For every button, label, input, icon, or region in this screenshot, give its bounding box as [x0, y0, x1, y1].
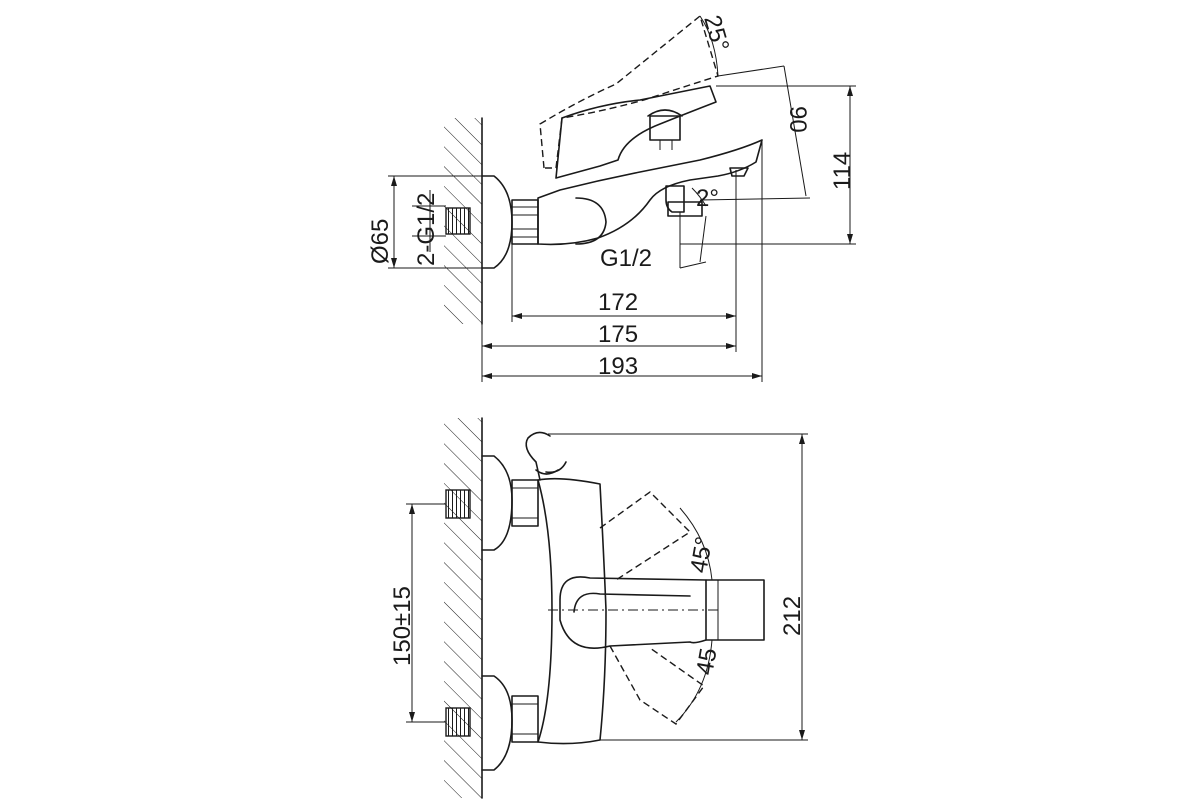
upper-nut — [511, 479, 539, 527]
upper-thread — [445, 489, 471, 519]
label-inlet-thread: 2-G1/2 — [413, 193, 440, 266]
handle-top-center — [559, 576, 707, 649]
label-height-114: 114 — [829, 152, 856, 190]
wall-flange — [481, 175, 513, 269]
label-outlet-thread: G1/2 — [600, 245, 652, 272]
label-angle-45-lower: 45 — [691, 646, 722, 677]
label-length-193: 193 — [598, 353, 638, 380]
label-length-172: 172 — [598, 289, 638, 316]
handle-rotated-up — [599, 491, 692, 581]
lower-nut — [511, 695, 539, 743]
handle-rotated-down — [609, 645, 705, 725]
handle-closed — [555, 85, 717, 179]
dim-line-90 — [783, 65, 807, 197]
top-view — [406, 417, 808, 799]
outlet-nozzle — [667, 201, 703, 217]
label-centre-distance: 150±15 — [389, 586, 416, 666]
label-diameter: Ø65 — [367, 219, 394, 264]
mixer-body — [537, 139, 763, 246]
label-length-175: 175 — [598, 321, 638, 348]
angle-arc-45-upper — [679, 507, 713, 581]
angle-arc-2 — [691, 187, 707, 207]
inlet-thread — [445, 207, 471, 235]
mixer-body-top — [537, 477, 607, 745]
label-angle-2: 2° — [696, 185, 719, 212]
label-angle-45-upper: 45° — [685, 535, 718, 575]
diverter-knob — [649, 115, 681, 141]
hand-shower-hook — [525, 431, 551, 481]
upper-flange — [481, 455, 513, 551]
side-view — [388, 14, 856, 382]
angle-arc-45-lower — [675, 639, 713, 723]
handle-open-outline — [539, 14, 719, 169]
lower-thread — [445, 707, 471, 737]
body-ring — [575, 197, 607, 245]
spout-top — [705, 579, 765, 641]
lower-flange — [481, 675, 513, 771]
label-width-212: 212 — [779, 596, 806, 636]
label-angle-25: 25° — [698, 12, 734, 54]
angle-arc-25 — [699, 15, 719, 77]
label-height-90: 90 — [784, 106, 811, 133]
wall-hatch-top — [444, 418, 482, 798]
spout-tip — [729, 167, 749, 177]
